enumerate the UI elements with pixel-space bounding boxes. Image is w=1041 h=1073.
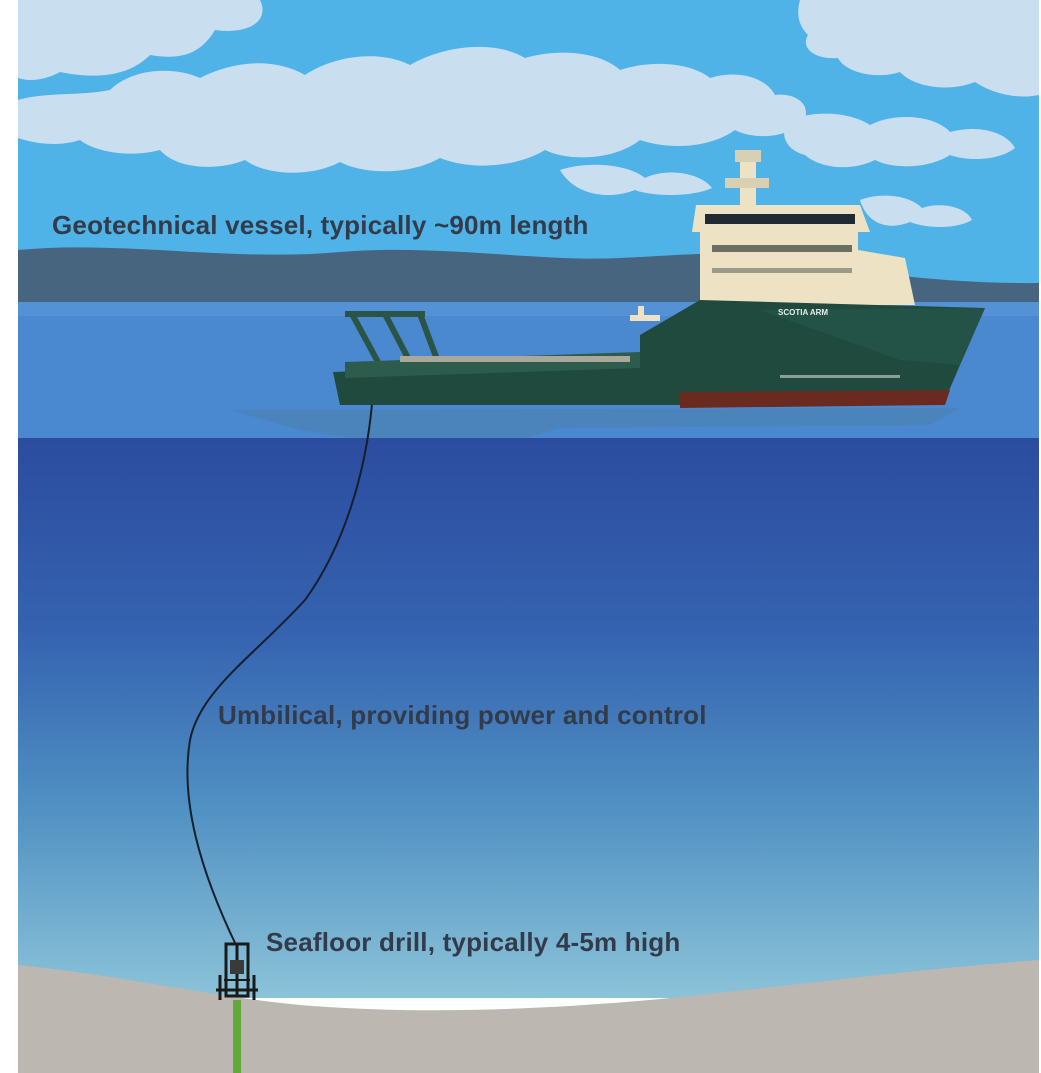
a-frame bbox=[345, 311, 441, 364]
umbilical-annotation: Umbilical, providing power and control bbox=[218, 700, 707, 730]
ship-reflection bbox=[230, 408, 960, 442]
deck-windows-1 bbox=[712, 245, 852, 252]
vessel-annotation: Geotechnical vessel, typically ~90m leng… bbox=[52, 210, 589, 240]
bridge-windows bbox=[705, 214, 855, 224]
deck-windows-2 bbox=[712, 268, 852, 273]
mast-platform bbox=[725, 178, 769, 188]
clouds bbox=[18, 0, 1039, 227]
portholes bbox=[780, 375, 900, 378]
deck-crane bbox=[630, 315, 660, 321]
hull-bottom-stripe bbox=[680, 390, 950, 408]
ship-name: SCOTIA ARM bbox=[778, 308, 828, 317]
crane-boom bbox=[638, 306, 644, 318]
geotechnical-vessel: SCOTIA ARM bbox=[333, 150, 985, 408]
drill-annotation: Seafloor drill, typically 4-5m high bbox=[266, 927, 681, 957]
borehole bbox=[233, 1000, 241, 1073]
umbilical-cable bbox=[186, 403, 373, 946]
mast-top bbox=[735, 150, 761, 162]
deck-rail bbox=[400, 356, 630, 362]
underwater bbox=[18, 438, 1039, 998]
seafloor bbox=[18, 960, 1039, 1073]
seafloor-drill bbox=[216, 942, 258, 1000]
bow-shade bbox=[760, 308, 985, 365]
